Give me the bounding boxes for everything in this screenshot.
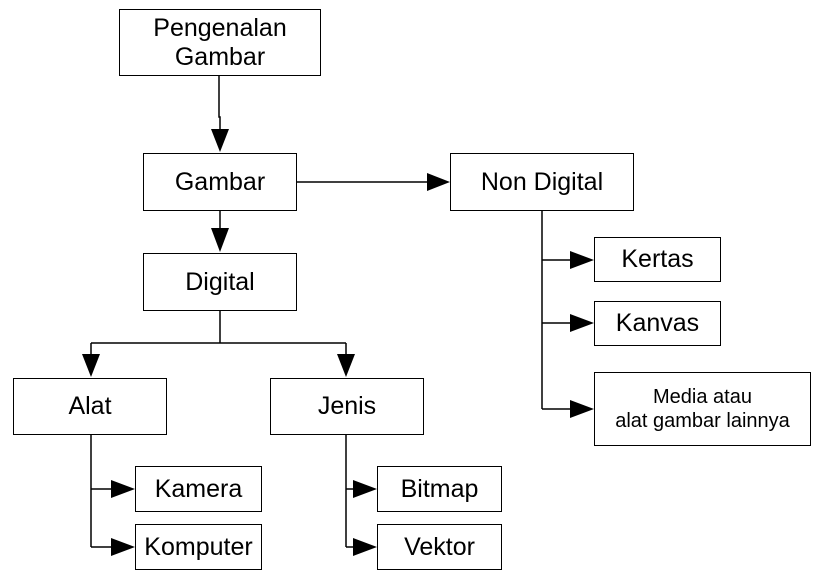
- arrowhead: [570, 400, 594, 418]
- node-media-alat-gambar: Media atau alat gambar lainnya: [594, 372, 811, 446]
- arrowhead: [570, 314, 594, 332]
- arrowhead: [570, 251, 594, 269]
- node-kanvas: Kanvas: [594, 301, 721, 346]
- arrowhead: [353, 538, 377, 556]
- arrowhead: [211, 129, 229, 152]
- arrowhead: [211, 228, 229, 252]
- node-non-digital: Non Digital: [450, 153, 634, 211]
- node-vektor: Vektor: [377, 524, 502, 570]
- arrowhead: [353, 480, 377, 498]
- connector-pengenalan-gambar: [218, 76, 221, 130]
- node-bitmap: Bitmap: [377, 466, 502, 512]
- node-jenis: Jenis: [270, 378, 424, 435]
- arrowhead: [111, 538, 135, 556]
- arrowhead: [427, 173, 450, 191]
- arrowhead: [337, 354, 355, 377]
- node-digital: Digital: [143, 253, 297, 311]
- node-alat: Alat: [13, 378, 167, 435]
- node-kamera: Kamera: [135, 466, 262, 512]
- node-pengenalan-gambar: Pengenalan Gambar: [119, 9, 321, 76]
- arrowhead: [111, 480, 135, 498]
- arrowhead: [82, 354, 100, 377]
- node-gambar: Gambar: [143, 153, 297, 211]
- node-komputer: Komputer: [135, 524, 262, 570]
- node-kertas: Kertas: [594, 237, 721, 282]
